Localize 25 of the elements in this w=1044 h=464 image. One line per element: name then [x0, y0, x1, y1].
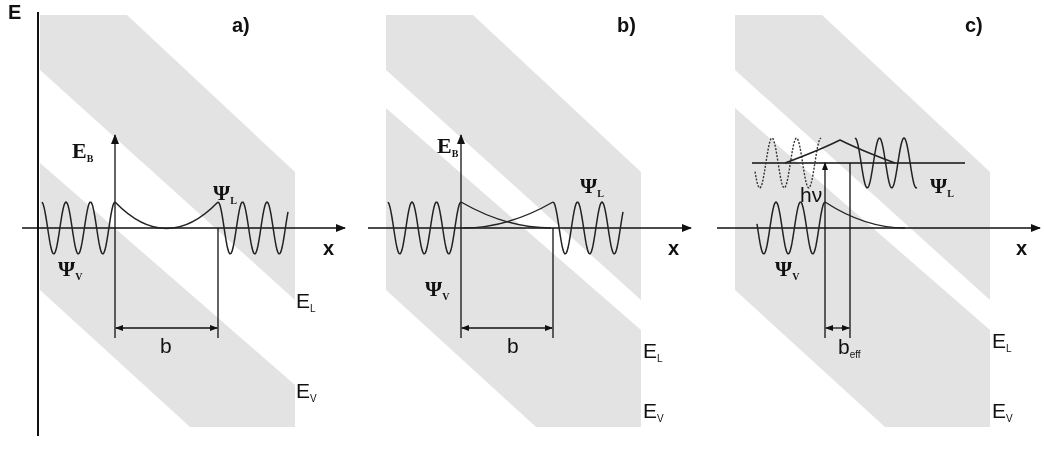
energy-label: E$_{B}$: [72, 140, 94, 164]
energy-label: E$_{L}$: [296, 290, 316, 314]
wavefunction-label: Ψ$_{L}$: [213, 182, 237, 206]
wavefunction-label: Ψ$_{V}$: [775, 258, 800, 282]
axis-label: E: [8, 2, 22, 22]
panel-label: c): [965, 15, 983, 35]
wavefunction-label: Ψ$_{L}$: [580, 175, 604, 199]
energy-label: E$_{V}$: [643, 400, 664, 424]
wavefunction-label: Ψ$_{L}$: [930, 175, 954, 199]
dimension-label: b: [160, 335, 172, 356]
axis-label: x: [1016, 238, 1028, 258]
energy-label: E$_{V}$: [296, 380, 317, 404]
energy-label: E$_{B}$: [437, 135, 459, 159]
dimension-label: b$_{eff}$: [838, 336, 861, 360]
dimension-label: b: [507, 335, 519, 356]
axis-label: x: [323, 238, 335, 258]
wavefunction-label: Ψ$_{V}$: [425, 278, 450, 302]
wavefunction-label: Ψ$_{V}$: [58, 258, 83, 282]
energy-label: E$_{L}$: [643, 340, 663, 364]
energy-label: E$_{V}$: [992, 400, 1013, 424]
panel-label: b): [617, 15, 636, 35]
axis-label: x: [668, 238, 680, 258]
energy-label: hν: [800, 184, 823, 205]
energy-label: E$_{L}$: [992, 330, 1012, 354]
panel-label: a): [232, 15, 250, 35]
